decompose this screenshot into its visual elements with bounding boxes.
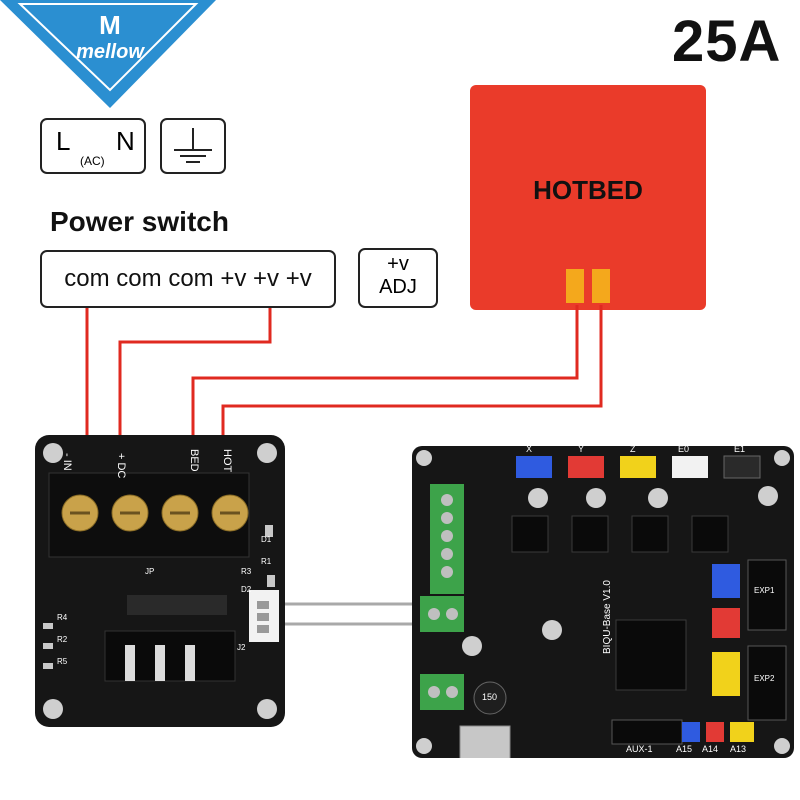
label-aux1: AUX-1 bbox=[626, 744, 653, 754]
label-hot: HOT bbox=[221, 449, 233, 473]
label-a14: A14 bbox=[702, 744, 719, 754]
mosfet-module: - IN + DC BED HOT D1 R3 R1 D2 J2 R4 R2 R… bbox=[35, 435, 285, 727]
hotbed-pad-right bbox=[592, 269, 610, 303]
board-name: BIQU-Base V1.0 bbox=[602, 580, 613, 654]
label-r5: R5 bbox=[57, 657, 68, 666]
brand-logo: mellow M bbox=[0, 0, 220, 110]
ac-n-label: N bbox=[116, 126, 135, 156]
ground-box bbox=[160, 118, 226, 174]
wire-dc-positive bbox=[118, 308, 272, 445]
label-a13: A13 bbox=[730, 744, 747, 754]
wire-hot bbox=[221, 305, 603, 445]
ac-input-box: L N (AC) bbox=[40, 118, 146, 174]
ac-l-label: L bbox=[56, 126, 71, 156]
label-z: Z bbox=[630, 444, 636, 454]
label-in: - IN bbox=[61, 453, 73, 471]
current-rating: 25A bbox=[672, 9, 782, 74]
label-r2: R2 bbox=[57, 635, 68, 644]
ac-sub-label: (AC) bbox=[80, 154, 105, 168]
mainboard: X Y Z E0 E1 BIQU-Base V1.0 150 EXP1 EXP2… bbox=[412, 444, 794, 761]
terminal-labels: com com com +v +v +v bbox=[64, 265, 312, 292]
logo-text: mellow bbox=[76, 41, 145, 63]
label-j2: J2 bbox=[237, 643, 246, 652]
label-y: Y bbox=[578, 444, 585, 454]
label-r1: R1 bbox=[261, 557, 272, 566]
wire-bed bbox=[191, 305, 579, 445]
label-jp: JP bbox=[145, 567, 155, 576]
label-d1: D1 bbox=[261, 535, 272, 544]
label-d2: D2 bbox=[241, 585, 252, 594]
label-a15: A15 bbox=[676, 744, 693, 754]
label-x: X bbox=[526, 444, 533, 454]
hotbed-pad-left bbox=[566, 269, 584, 303]
label-dc: + DC bbox=[115, 453, 127, 479]
hotbed: HOTBED bbox=[470, 85, 706, 310]
power-switch-title: Power switch bbox=[50, 206, 229, 237]
hotbed-label: HOTBED bbox=[533, 175, 643, 205]
label-r3: R3 bbox=[241, 567, 252, 576]
power-switch-terminals: com com com +v +v +v bbox=[40, 250, 336, 308]
inductor-label: 150 bbox=[482, 692, 498, 702]
label-exp2: EXP2 bbox=[754, 674, 775, 683]
label-r4: R4 bbox=[57, 613, 68, 622]
svg-text:M: M bbox=[99, 10, 121, 40]
adj-box: +v ADJ bbox=[358, 248, 438, 308]
adj-bottom-label: ADJ bbox=[379, 276, 417, 298]
label-e1: E1 bbox=[734, 444, 746, 454]
label-exp1: EXP1 bbox=[754, 586, 775, 595]
adj-top-label: +v bbox=[387, 253, 409, 275]
label-bed: BED bbox=[188, 449, 200, 472]
ground-icon bbox=[174, 128, 212, 163]
label-e0: E0 bbox=[678, 444, 690, 454]
